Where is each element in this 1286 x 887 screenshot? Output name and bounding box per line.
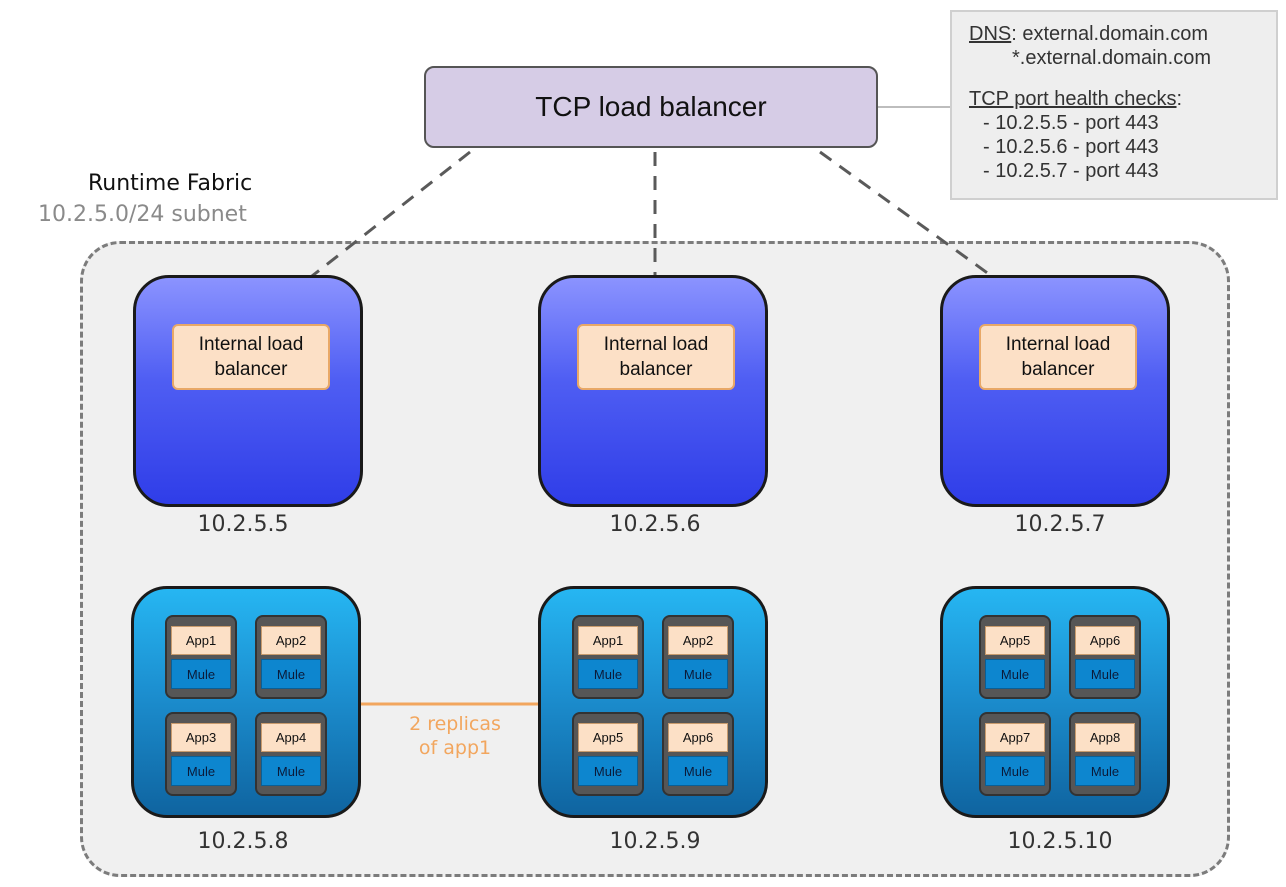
dns-primary: external.domain.com: [1022, 23, 1209, 45]
app-container[interactable]: App4 Mule: [255, 712, 327, 796]
mule-runtime: Mule: [1075, 659, 1135, 689]
dns-wildcard: *.external.domain.com: [1012, 47, 1211, 69]
app-container[interactable]: App6 Mule: [1069, 615, 1141, 699]
runtime-fabric-title: Runtime Fabric: [88, 171, 253, 196]
mule-runtime: Mule: [985, 756, 1045, 786]
worker-node-10-2-5-8[interactable]: App1 Mule App2 Mule App3 Mule App4 Mule: [131, 586, 361, 818]
app-name: App7: [985, 723, 1045, 752]
app-container[interactable]: App7 Mule: [979, 712, 1051, 796]
app-name: App1: [171, 626, 231, 655]
app-name: App1: [578, 626, 638, 655]
app-name: App4: [261, 723, 321, 752]
mule-runtime: Mule: [668, 756, 728, 786]
worker-node-10-2-5-10[interactable]: App5 Mule App6 Mule App7 Mule App8 Mule: [940, 586, 1170, 818]
mule-runtime: Mule: [668, 659, 728, 689]
app-name: App6: [668, 723, 728, 752]
mule-runtime: Mule: [171, 756, 231, 786]
app-name: App6: [1075, 626, 1135, 655]
health-check-item: - 10.2.5.6 - port 443: [983, 136, 1159, 158]
node-ip-label: 10.2.5.9: [609, 829, 701, 854]
node-ip-label: 10.2.5.6: [609, 512, 701, 537]
app-name: App2: [261, 626, 321, 655]
dns-label: DNS: [969, 23, 1012, 45]
mule-runtime: Mule: [578, 659, 638, 689]
app-container[interactable]: App5 Mule: [979, 615, 1051, 699]
mule-runtime: Mule: [261, 756, 321, 786]
runtime-fabric-subnet: 10.2.5.0/24 subnet: [38, 202, 247, 227]
mule-runtime: Mule: [985, 659, 1045, 689]
replica-note-line: of app1: [418, 737, 492, 759]
replica-note-line: 2 replicas: [409, 713, 501, 735]
dns-info-box: DNS: external.domain.com *.external.doma…: [950, 10, 1278, 200]
worker-node-10-2-5-9[interactable]: App1 Mule App2 Mule App5 Mule App6 Mule: [538, 586, 768, 818]
node-ip-label: 10.2.5.8: [197, 829, 289, 854]
node-ip-label: 10.2.5.7: [1014, 512, 1106, 537]
app-container[interactable]: App3 Mule: [165, 712, 237, 796]
mule-runtime: Mule: [171, 659, 231, 689]
app-container[interactable]: App8 Mule: [1069, 712, 1141, 796]
app-container[interactable]: App2 Mule: [255, 615, 327, 699]
health-check-item: - 10.2.5.5 - port 443: [983, 112, 1159, 134]
app-container[interactable]: App5 Mule: [572, 712, 644, 796]
mule-runtime: Mule: [1075, 756, 1135, 786]
health-check-item: - 10.2.5.7 - port 443: [983, 160, 1159, 182]
app-container[interactable]: App2 Mule: [662, 615, 734, 699]
app-container[interactable]: App1 Mule: [165, 615, 237, 699]
replica-note: 2 replicas of app1: [380, 712, 530, 760]
app-name: App3: [171, 723, 231, 752]
node-ip-label: 10.2.5.5: [197, 512, 289, 537]
app-container[interactable]: App1 Mule: [572, 615, 644, 699]
mule-runtime: Mule: [578, 756, 638, 786]
app-name: App5: [578, 723, 638, 752]
tcp-load-balancer[interactable]: TCP load balancer: [424, 66, 878, 148]
health-checks-label: TCP port health checks: [969, 88, 1177, 110]
app-container[interactable]: App6 Mule: [662, 712, 734, 796]
app-name: App5: [985, 626, 1045, 655]
app-name: App2: [668, 626, 728, 655]
mule-runtime: Mule: [261, 659, 321, 689]
node-ip-label: 10.2.5.10: [1007, 829, 1113, 854]
app-name: App8: [1075, 723, 1135, 752]
